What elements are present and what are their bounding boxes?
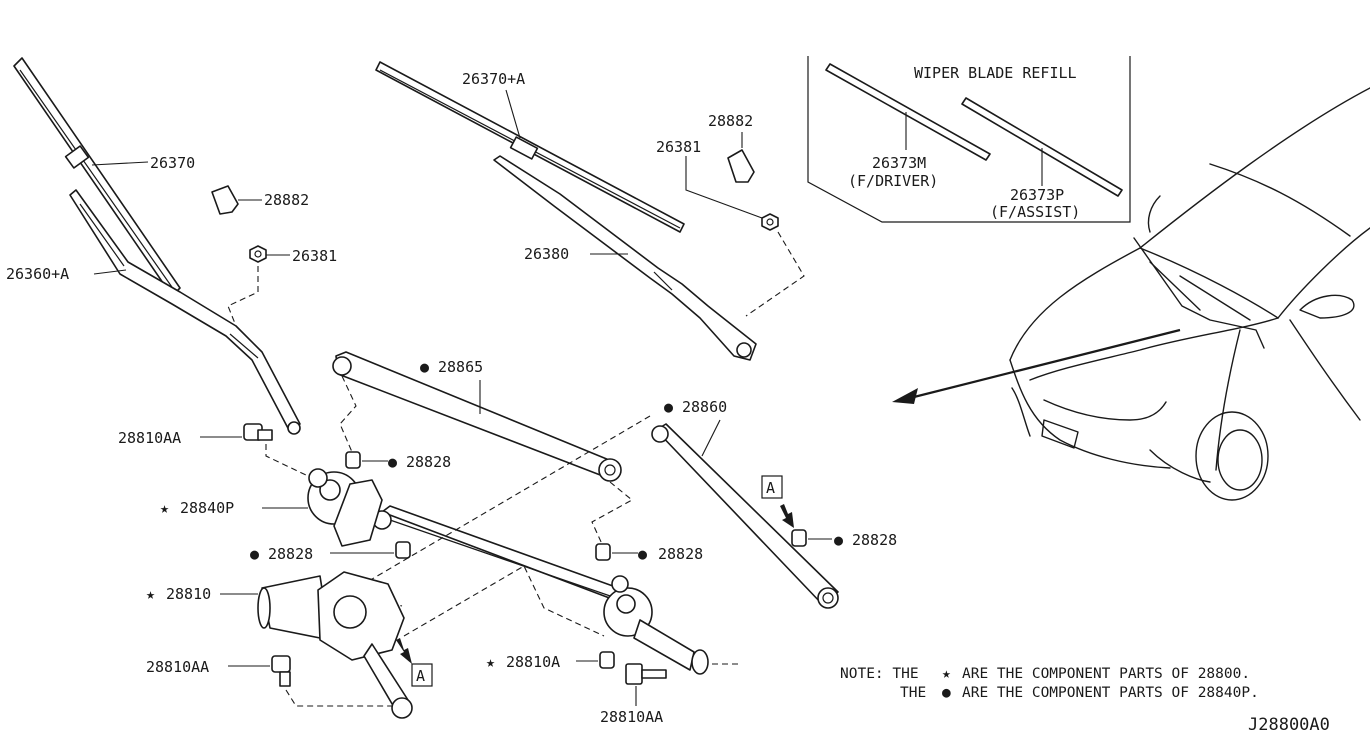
refill-inset: WIPER BLADE REFILL 26373M (F/DRIVER) 263… xyxy=(807,56,1131,223)
label-28810aa-bottom: 28810AA xyxy=(146,658,209,676)
left-arm-cap xyxy=(211,185,239,215)
label-26370-plus-a: 26370+A xyxy=(462,70,525,88)
direction-arrow xyxy=(892,328,1181,404)
label-f-driver: (F/DRIVER) xyxy=(848,172,938,190)
label-28828-d: 28828 xyxy=(852,531,897,549)
label-28828-a: 28828 xyxy=(406,453,451,471)
star-marker-28810a: ★ xyxy=(486,653,495,671)
right-wiper-arm xyxy=(493,155,757,361)
diagram-code: J28800A0 xyxy=(1248,715,1330,735)
note-line1-star: ★ xyxy=(942,666,951,682)
link-rod-28865 xyxy=(332,351,622,482)
dot-marker-28828-b: ● xyxy=(250,545,259,563)
right-wiper-blade xyxy=(375,61,685,233)
label-26360-plus-a: 26360+A xyxy=(6,265,69,283)
label-26373m: 26373M xyxy=(872,154,926,172)
dot-marker-28828-c: ● xyxy=(638,545,647,563)
note-line2-prefix: THE xyxy=(900,685,926,701)
label-28828-b: 28828 xyxy=(268,545,313,563)
label-26381-left: 26381 xyxy=(292,247,337,265)
bushing-28828-b xyxy=(395,541,411,559)
grommet-28810a xyxy=(599,651,615,669)
label-28810: 28810 xyxy=(166,585,211,603)
ref-box-a-upper: A xyxy=(761,475,794,528)
left-wiper-blade xyxy=(13,57,181,297)
note-line2-suffix: ARE THE COMPONENT PARTS OF 28840P. xyxy=(962,685,1259,701)
left-pivot-28840p xyxy=(307,468,383,547)
bushing-28828-a xyxy=(345,451,361,469)
bolt-28810aa-top xyxy=(243,423,273,441)
label-26373p: 26373P xyxy=(1010,186,1064,204)
ref-box-a-lower: A xyxy=(396,638,433,687)
bolt-28810aa-right xyxy=(625,663,667,685)
note-line1-suffix: ARE THE COMPONENT PARTS OF 28800. xyxy=(962,666,1250,682)
bolt-28810aa-bottom xyxy=(271,655,291,687)
right-arm-nut xyxy=(761,213,779,231)
wiper-motor-28810 xyxy=(257,571,413,719)
ref-box-a-upper-text: A xyxy=(766,479,775,497)
link-rod-28860 xyxy=(651,423,839,609)
dot-marker-28865: ● xyxy=(420,358,429,376)
right-pivot xyxy=(603,575,709,675)
car-illustration xyxy=(1009,87,1370,501)
label-28840p: 28840P xyxy=(180,499,234,517)
label-28810aa-right: 28810AA xyxy=(600,708,663,726)
label-28882-right: 28882 xyxy=(708,112,753,130)
dot-marker-28860: ● xyxy=(664,398,673,416)
inset-title: WIPER BLADE REFILL xyxy=(914,64,1077,82)
left-arm-nut xyxy=(249,245,267,263)
star-marker-28810: ★ xyxy=(146,585,155,603)
label-28882-left: 28882 xyxy=(264,191,309,209)
note-line2-dot: ● xyxy=(942,685,951,701)
note-line1-prefix: NOTE: THE xyxy=(840,666,919,682)
label-26370: 26370 xyxy=(150,154,195,172)
right-arm-cap xyxy=(727,149,755,183)
dot-marker-28828-d: ● xyxy=(834,531,843,549)
label-28810aa-top: 28810AA xyxy=(118,429,181,447)
left-wiper-arm xyxy=(69,189,301,435)
bushing-28828-d xyxy=(791,529,807,547)
dot-marker-28828-a: ● xyxy=(388,453,397,471)
star-marker-28840p: ★ xyxy=(160,499,169,517)
label-26381-right: 26381 xyxy=(656,138,701,156)
label-28865: 28865 xyxy=(438,358,483,376)
label-26380: 26380 xyxy=(524,245,569,263)
label-28828-c: 28828 xyxy=(658,545,703,563)
label-28810a: 28810A xyxy=(506,653,560,671)
label-f-assist: (F/ASSIST) xyxy=(990,203,1080,221)
note-block: NOTE: THE ★ ARE THE COMPONENT PARTS OF 2… xyxy=(840,666,1259,701)
label-28860: 28860 xyxy=(682,398,727,416)
bushing-28828-c xyxy=(595,543,611,561)
ref-box-a-lower-text: A xyxy=(416,667,425,685)
